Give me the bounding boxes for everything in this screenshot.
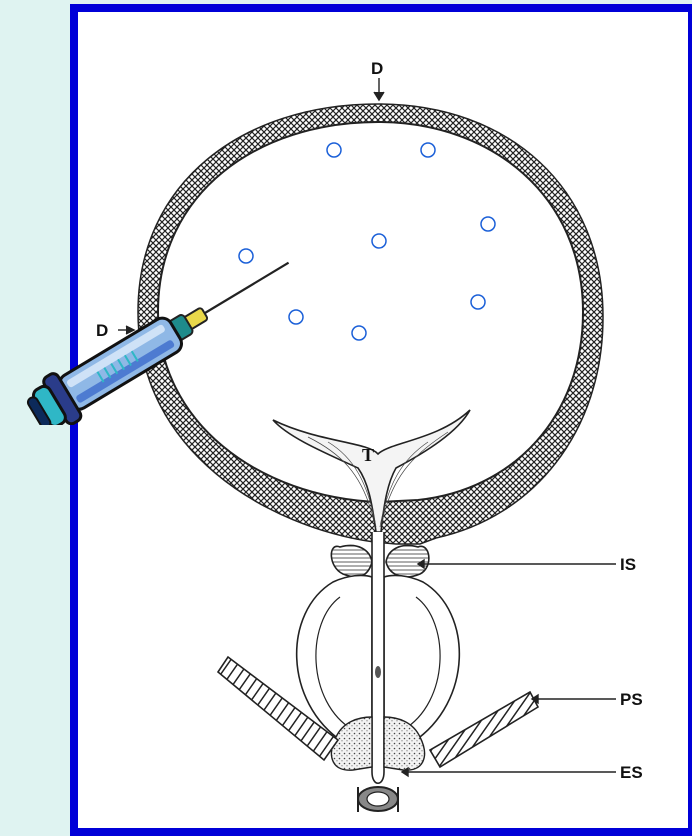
- injection-site-marker: [471, 295, 485, 309]
- injection-site-marker: [481, 217, 495, 231]
- injection-site-marker: [372, 234, 386, 248]
- label-internal-sphincter: IS: [620, 555, 636, 574]
- label-pelvic-sphincter: PS: [620, 690, 643, 709]
- injection-site-marker: [327, 143, 341, 157]
- syringe-icon: [10, 255, 310, 425]
- label-external-sphincter: ES: [620, 763, 643, 782]
- injection-site-marker: [352, 326, 366, 340]
- injection-site-marker: [421, 143, 435, 157]
- label-trigone: T: [362, 445, 374, 465]
- label-detrusor-top: D: [371, 59, 383, 78]
